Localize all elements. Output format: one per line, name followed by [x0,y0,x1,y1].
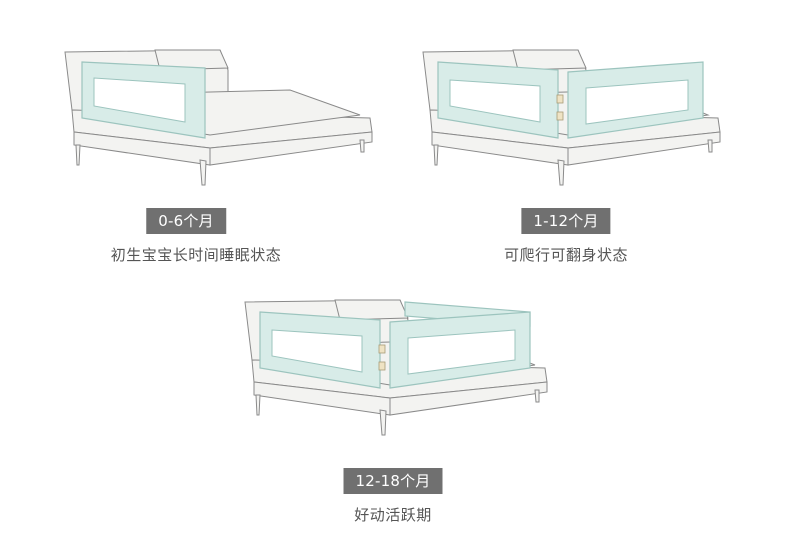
stage-description: 好动活跃期 [354,506,432,524]
bed-illustration-two-side-rails [422,49,721,186]
age-badge: 12-18个月 [343,468,443,494]
age-badge: 1-12个月 [521,208,611,234]
bed-illustration-three-side-rails [244,299,548,436]
stage-description: 初生宝宝长时间睡眠状态 [110,246,282,264]
age-badge: 0-6个月 [146,208,226,234]
bed-illustration-one-side-rail [64,49,373,186]
stage-description: 可爬行可翻身状态 [503,246,629,264]
